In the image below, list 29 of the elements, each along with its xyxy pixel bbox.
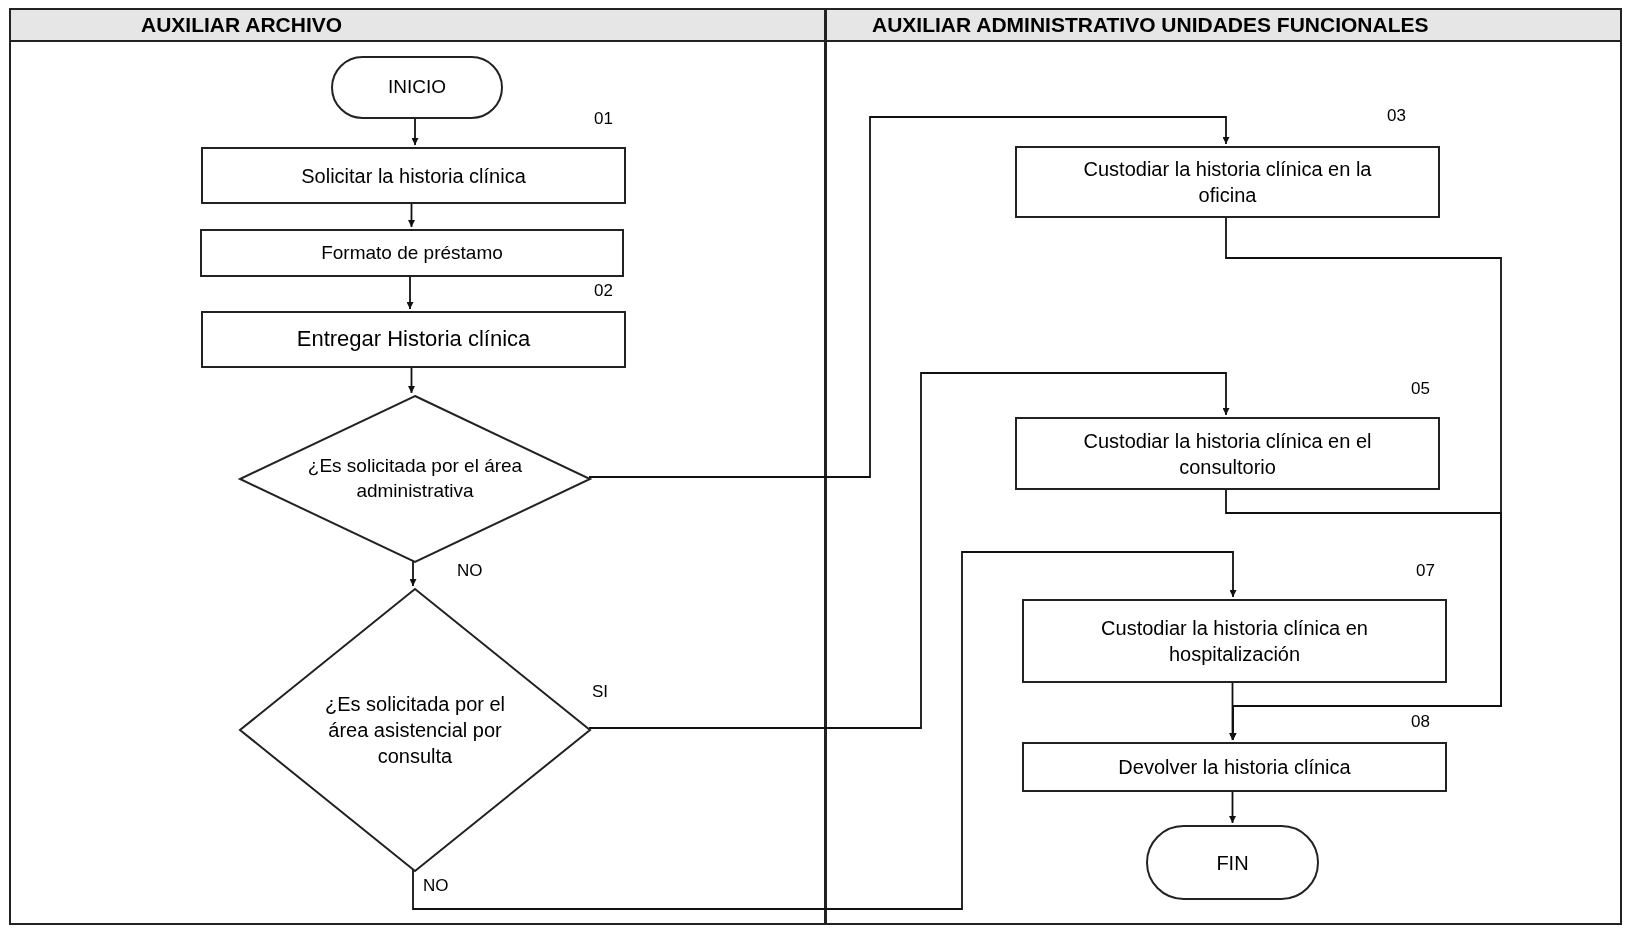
step-text: INICIO: [387, 75, 447, 100]
step-number: 08: [1411, 712, 1430, 732]
decision-text: ¿Es solicitada por el área administrativa: [306, 454, 524, 503]
step-text: FIN: [1216, 850, 1249, 876]
step-number: 05: [1411, 379, 1430, 399]
process-box: [200, 229, 624, 277]
step-number: 01: [594, 109, 613, 129]
connector-arrow: [411, 116, 419, 146]
step-text: Devolver la historia clínica: [1118, 755, 1351, 780]
step-text: Formato de préstamo: [321, 240, 503, 265]
step-text: Custodiar la historia clínica en el consultorio: [1082, 428, 1373, 480]
step-number: 03: [1387, 106, 1406, 126]
swimlane: [9, 8, 826, 925]
decision-diamond: [239, 588, 591, 872]
connector-arrow: [412, 551, 1237, 910]
step-text: Custodiar la historia clínica en hospitalización: [1100, 616, 1369, 667]
step-number: 07: [1416, 561, 1435, 581]
step-text: Entregar Historia clínica: [296, 325, 531, 354]
step-text: Solicitar la historia clínica: [301, 163, 526, 189]
connector-arrow: [588, 372, 1230, 729]
connector-arrow: [409, 560, 417, 587]
step-text: Custodiar la historia clínica en la oficina: [1082, 157, 1373, 208]
lane-header: AUXILIAR ADMINISTRATIVO UNIDADES FUNCIONALES: [827, 10, 1620, 42]
lane-header: AUXILIAR ARCHIVO: [11, 10, 824, 42]
connector-arrow: [588, 116, 1230, 478]
decision-text: ¿Es solicitada por el área asistencial por consulta: [323, 692, 507, 769]
step-number: 02: [594, 281, 613, 301]
decision-diamond: [239, 395, 591, 563]
swimlane: [825, 8, 1622, 925]
